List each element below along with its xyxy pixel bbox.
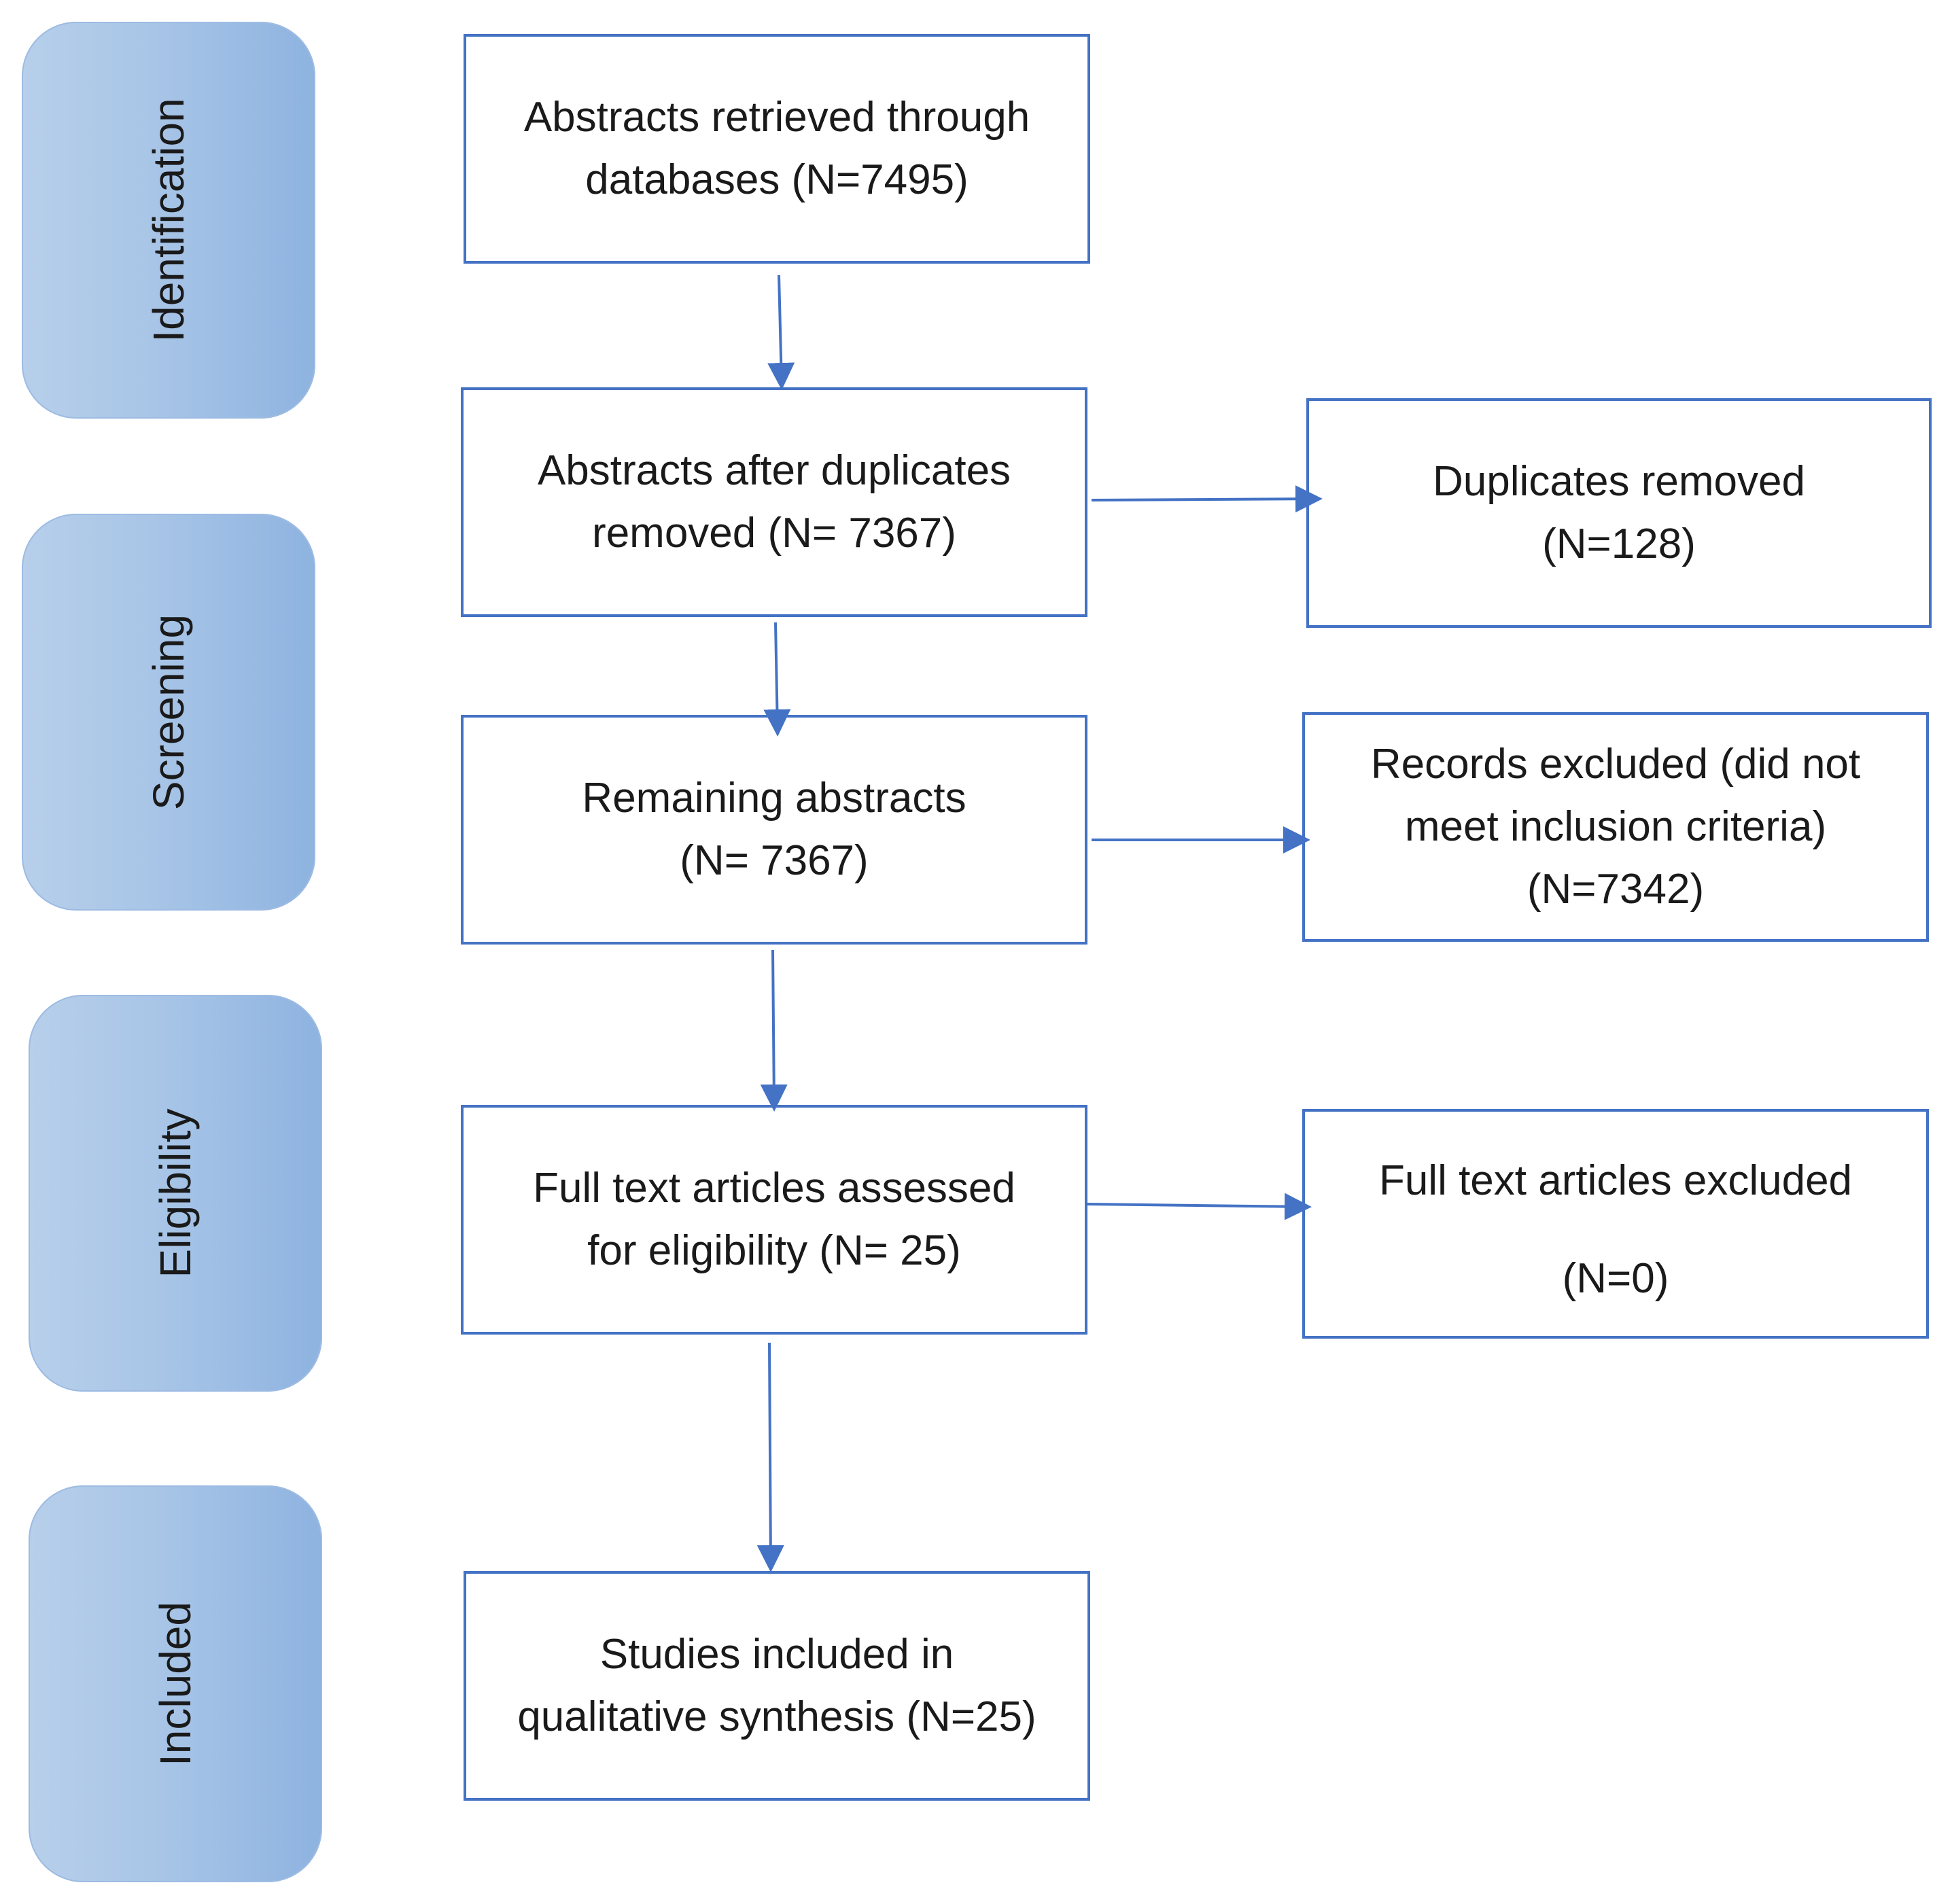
- box-full-text-excluded: Full text articles excluded (N=0): [1302, 1109, 1929, 1339]
- arrow-remaining-to-full-text: [760, 949, 788, 1112]
- box-studies-included: Studies included in qualitative synthesi…: [464, 1571, 1090, 1801]
- after-duplicates-text: Abstracts after duplicates removed (N= 7…: [537, 447, 1011, 557]
- full-text-excluded-text: Full text articles excluded (N=0): [1378, 1157, 1853, 1302]
- stage-screening: Screening: [22, 514, 315, 911]
- box-abstracts-retrieved: Abstracts retrieved through databases (N…: [464, 34, 1090, 264]
- duplicates-removed-text: Duplicates removed (N=128): [1433, 458, 1805, 567]
- box-duplicates-removed: Duplicates removed (N=128): [1306, 398, 1932, 628]
- records-excluded-text: Records excluded (did not meet inclusion…: [1370, 741, 1861, 913]
- studies-included-text: Studies included in qualitative synthesi…: [517, 1631, 1036, 1740]
- stage-eligibility: Eligibility: [29, 995, 322, 1392]
- box-records-excluded: Records excluded (did not meet inclusion…: [1302, 712, 1929, 942]
- arrow-to-duplicates-removed: [1091, 485, 1323, 513]
- arrow-to-full-text-excluded: [1087, 1193, 1312, 1220]
- arrow-retrieved-to-after-duplicates: [767, 275, 795, 390]
- arrow-full-text-to-studies: [756, 1342, 784, 1572]
- arrow-after-duplicates-to-remaining: [763, 622, 791, 737]
- remaining-abstracts-text: Remaining abstracts (N= 7367): [582, 775, 966, 884]
- stage-identification: Identification: [22, 22, 315, 419]
- full-text-assessed-text: Full text articles assessed for eligibil…: [533, 1165, 1015, 1274]
- stage-included: Included: [29, 1485, 322, 1882]
- box-after-duplicates: Abstracts after duplicates removed (N= 7…: [461, 387, 1087, 617]
- box-full-text-assessed: Full text articles assessed for eligibil…: [461, 1105, 1087, 1335]
- abstracts-retrieved-text: Abstracts retrieved through databases (N…: [523, 94, 1030, 203]
